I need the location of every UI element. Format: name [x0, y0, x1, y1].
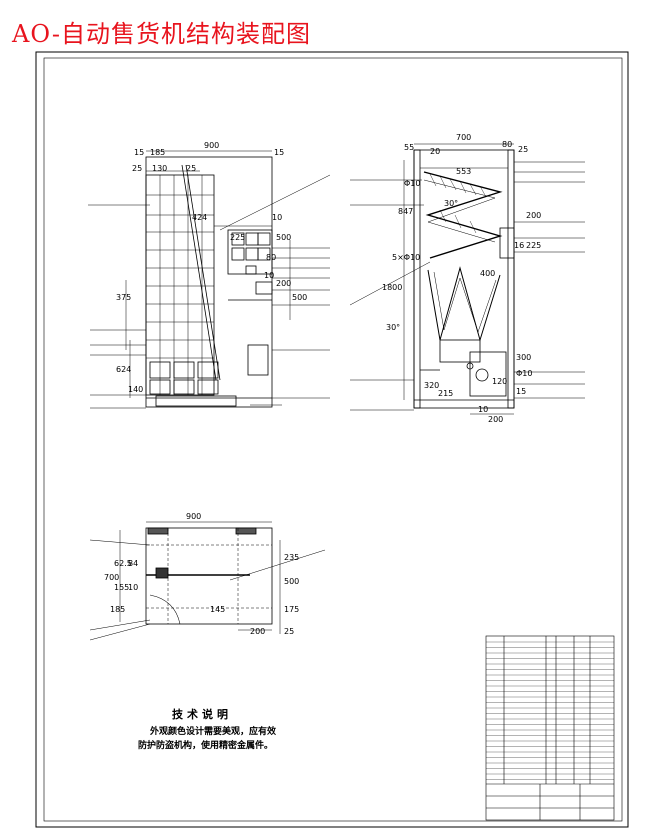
dim-label: 185 — [150, 148, 165, 157]
top-view — [119, 521, 281, 634]
dim-label: 25 — [186, 164, 196, 173]
dim-label: 900 — [204, 141, 219, 150]
dim-label: 25 — [518, 145, 528, 154]
dim-label: 15 — [516, 387, 526, 396]
top-view-dimensions: 900 700 62.5 84 155 10 185 145 235 500 1… — [104, 512, 299, 636]
dim-label: 10 — [128, 583, 138, 592]
dim-label: 145 — [210, 605, 225, 614]
drawing-title: AO-自动售货机结构装配图 — [12, 20, 311, 48]
dim-label: 400 — [480, 269, 495, 278]
dim-label: 200 — [276, 279, 291, 288]
side-view-dimensions: 700 55 20 80 25 553 1800 847 30° 200 16 … — [382, 133, 541, 424]
dim-label: 25 — [284, 627, 294, 636]
dim-label: 320 — [424, 381, 439, 390]
dim-label: 300 — [516, 353, 531, 362]
dim-label: 900 — [186, 512, 201, 521]
dim-label: 62.5 — [114, 559, 132, 568]
parts-list-rows — [486, 641, 614, 780]
dim-label: 185 — [110, 605, 125, 614]
front-view — [125, 150, 291, 408]
dim-label: 10 — [478, 405, 488, 414]
dim-label: 200 — [250, 627, 265, 636]
parts-list — [485, 635, 615, 821]
dim-label: Φ10 — [516, 369, 532, 378]
dim-label: 140 — [128, 385, 143, 394]
dim-label: 375 — [116, 293, 131, 302]
dim-label: 80 — [502, 140, 512, 149]
front-view-dimensions: 900 15 15 185 130 25 25 424 10 225 500 3… — [116, 141, 307, 394]
dim-label: 25 — [132, 164, 142, 173]
top-view-leaders — [89, 539, 326, 641]
inner-frame — [43, 57, 623, 822]
dim-label: 500 — [284, 577, 299, 586]
dim-label: 10 — [272, 213, 282, 222]
dim-label: 624 — [116, 365, 131, 374]
dim-label: 16 — [514, 241, 524, 250]
tech-note-line: 外观颜色设计需要美观，应有效 — [150, 727, 277, 737]
dim-label: 847 — [398, 207, 413, 216]
dim-label: 15 — [274, 148, 284, 157]
dim-label: 30° — [444, 199, 458, 208]
dim-label: 553 — [456, 167, 471, 176]
dim-label: 500 — [292, 293, 307, 302]
dim-label: 200 — [488, 415, 503, 424]
dim-label: 120 — [492, 377, 507, 386]
dim-label: 84 — [128, 559, 138, 568]
side-view — [403, 143, 515, 415]
dim-label: 130 — [152, 164, 167, 173]
dim-label: 155 — [114, 583, 129, 592]
dim-label: 225 — [230, 233, 245, 242]
dim-label: 200 — [526, 211, 541, 220]
side-view-leaders — [349, 161, 585, 411]
dim-label: 10 — [264, 271, 274, 280]
dim-label: 500 — [276, 233, 291, 242]
tech-note-line: 防护防盗机构，使用精密金属件。 — [138, 741, 274, 751]
front-view-leaders — [88, 174, 331, 409]
dim-label: 15 — [134, 148, 144, 157]
dim-label: 30° — [386, 323, 400, 332]
dim-label: 20 — [430, 147, 440, 156]
dim-label: Φ10 — [404, 179, 420, 188]
dim-label: 235 — [284, 553, 299, 562]
dim-label: 700 — [104, 573, 119, 582]
dim-label: 5×Φ10 — [392, 253, 420, 262]
dim-label: 700 — [456, 133, 471, 142]
dim-label: 225 — [526, 241, 541, 250]
dim-label: 175 — [284, 605, 299, 614]
tech-notes-heading: 技术说明 — [172, 708, 232, 721]
dim-label: 1800 — [382, 283, 402, 292]
dim-label: 424 — [192, 213, 207, 222]
dim-label: 215 — [438, 389, 453, 398]
dim-label: 55 — [404, 143, 414, 152]
dim-label: 80 — [266, 253, 276, 262]
outer-frame — [35, 51, 629, 828]
